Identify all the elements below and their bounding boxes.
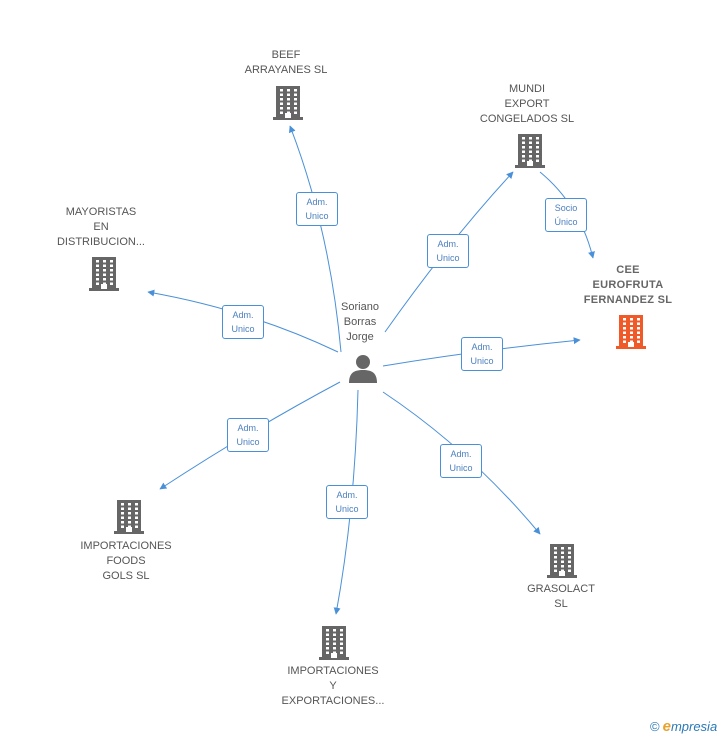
company-label-grasolact[interactable]: GRASOLACT SL xyxy=(527,583,595,610)
brand-logo: ©empresia xyxy=(650,718,717,735)
edge-line-beef xyxy=(288,125,342,353)
edge-label-beef: Adm. Unico xyxy=(296,192,338,226)
edge-label-grasolact: Adm. Unico xyxy=(440,444,482,478)
building-icon[interactable] xyxy=(273,84,303,120)
company-label-mayoristas[interactable]: MAYORISTAS EN DISTRIBUCION... xyxy=(56,206,145,248)
building-icon[interactable] xyxy=(114,498,144,534)
brand-initial: e xyxy=(662,718,671,735)
building-icon-highlight[interactable] xyxy=(616,313,646,349)
edge-label-cee: Adm. Unico xyxy=(461,337,503,371)
edge-label-mundi: Adm. Unico xyxy=(427,234,469,268)
company-label-cee[interactable]: CEE EUROFRUTA FERNANDEZ SL xyxy=(583,264,673,306)
company-label-importfoods[interactable]: IMPORTACIONES FOODS GOLS SL xyxy=(80,540,172,582)
copyright-icon: © xyxy=(650,719,660,734)
building-icon[interactable] xyxy=(89,255,119,291)
building-icon[interactable] xyxy=(547,542,577,578)
edge-label-importexp: Adm. Unico xyxy=(326,485,368,519)
building-icon[interactable] xyxy=(319,624,349,660)
edge-label-mayoristas: Adm. Unico xyxy=(222,305,264,339)
building-icon[interactable] xyxy=(515,132,545,168)
edge-label-importfoods: Adm. Unico xyxy=(227,418,269,452)
person-icon[interactable] xyxy=(348,353,378,383)
person-label: Soriano Borras Jorge xyxy=(341,301,379,343)
company-label-importexp[interactable]: IMPORTACIONES Y EXPORTACIONES... xyxy=(281,665,385,707)
company-label-mundi[interactable]: MUNDI EXPORT CONGELADOS SL xyxy=(479,83,575,125)
company-label-beef[interactable]: BEEF ARRAYANES SL xyxy=(244,49,328,76)
edge-label-mundi-cee: Socio Único xyxy=(545,198,587,232)
brand-name: mpresia xyxy=(670,719,718,734)
